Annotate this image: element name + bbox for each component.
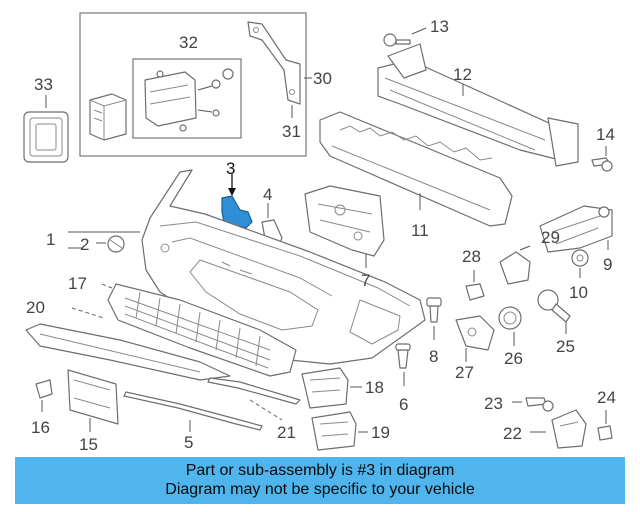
sensor-bracket-part-32[interactable] <box>144 68 234 132</box>
callout-32: 32 <box>179 33 198 52</box>
tow-hook-cover-part-22[interactable] <box>530 409 587 449</box>
module-box[interactable] <box>89 93 127 141</box>
banner-line-2: Diagram may not be specific to your vehi… <box>165 481 475 498</box>
impact-bar-part-12[interactable] <box>377 43 579 167</box>
trim-strip-part-21[interactable] <box>207 377 301 421</box>
energy-absorber-part-11[interactable] <box>319 111 513 227</box>
callout-31: 31 <box>282 122 301 141</box>
side-bracket-part-9[interactable] <box>539 205 613 253</box>
callout-28: 28 <box>462 247 481 266</box>
callout-18: 18 <box>365 378 384 397</box>
bolt-part-14[interactable] <box>591 146 613 172</box>
bumper-bracket-part-7[interactable] <box>304 185 385 268</box>
clip-part-24[interactable] <box>597 410 613 441</box>
callout-7: 7 <box>361 271 370 290</box>
callout-1: 1 <box>46 230 55 249</box>
lower-grille-part-17[interactable] <box>101 283 297 377</box>
callout-14: 14 <box>596 125 615 144</box>
callout-5: 5 <box>184 433 193 452</box>
grille-insert-part-19[interactable] <box>311 411 368 451</box>
callout-9: 9 <box>603 255 612 274</box>
grommet-part-10[interactable] <box>571 249 589 278</box>
clip-part-2[interactable] <box>96 235 125 253</box>
callout-13: 13 <box>430 17 449 36</box>
callout-27: 27 <box>455 363 474 382</box>
callout-8: 8 <box>429 347 438 366</box>
callout-29: 29 <box>541 228 560 247</box>
trim-strip-part-5[interactable] <box>123 391 263 432</box>
callout-20: 20 <box>26 298 45 317</box>
callout-33: 33 <box>34 75 53 94</box>
callout-30: 30 <box>313 69 332 88</box>
callout-labels: 1 2 3 4 5 6 7 8 9 10 11 12 13 14 15 16 1… <box>26 17 616 454</box>
callout-2: 2 <box>80 235 89 254</box>
sensor-part-25[interactable] <box>537 289 571 334</box>
sensor-ring-part-26[interactable] <box>498 306 522 346</box>
callout-15: 15 <box>79 435 98 454</box>
callout-6: 6 <box>399 395 408 414</box>
lower-spoiler-part-20[interactable] <box>25 307 231 381</box>
inset-box <box>79 12 307 157</box>
bolt-part-23[interactable] <box>512 397 554 412</box>
screw-part-8[interactable] <box>426 297 442 340</box>
fog-lamp-part-33[interactable] <box>23 95 69 163</box>
inset-subbox <box>132 58 242 139</box>
bracket-part-29[interactable] <box>499 245 531 285</box>
callout-26: 26 <box>504 349 523 368</box>
sensor-part-28[interactable] <box>465 270 485 301</box>
banner-line-1: Part or sub-assembly is #3 in diagram <box>185 462 455 479</box>
radar-bracket-part-30[interactable] <box>247 21 301 105</box>
grille-insert-part-18[interactable] <box>301 367 362 409</box>
callout-3: 3 <box>226 159 235 178</box>
callout-12: 12 <box>453 65 472 84</box>
callout-22: 22 <box>503 424 522 443</box>
callout-11: 11 <box>411 221 429 240</box>
callout-10: 10 <box>569 283 588 302</box>
callout-21: 21 <box>277 423 296 442</box>
parts-diagram: 1 2 3 4 5 6 7 8 9 10 11 12 13 14 15 16 1… <box>23 12 616 454</box>
callout-23: 23 <box>484 394 503 413</box>
callout-17: 17 <box>68 274 87 293</box>
license-plate-bracket-part-15[interactable] <box>67 369 119 432</box>
callout-16: 16 <box>31 418 50 437</box>
info-banner: Part or sub-assembly is #3 in diagram Di… <box>15 457 625 504</box>
bolt-part-13[interactable] <box>383 27 427 47</box>
callout-4: 4 <box>263 185 272 204</box>
screw-part-6[interactable] <box>395 343 411 386</box>
callout-25: 25 <box>556 337 575 356</box>
callout-19: 19 <box>371 423 390 442</box>
bracket-part-27[interactable] <box>455 315 495 362</box>
callout-24: 24 <box>597 388 616 407</box>
clip-part-16[interactable] <box>35 379 53 412</box>
